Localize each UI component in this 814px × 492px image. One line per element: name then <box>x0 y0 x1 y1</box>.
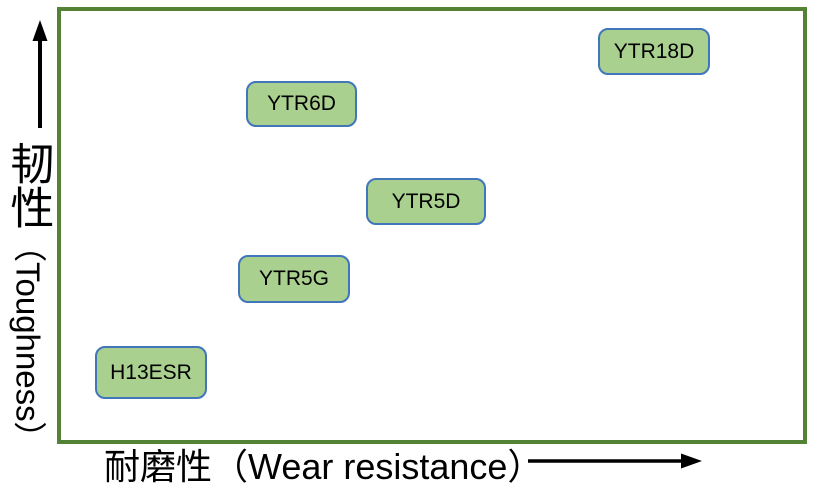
material-box-ytr18d: YTR18D <box>598 28 710 75</box>
material-box-ytr5g: YTR5G <box>238 255 350 303</box>
y-axis-label-cjk: 韧性 <box>3 141 53 229</box>
material-box-ytr5d: YTR5D <box>366 178 486 225</box>
x-axis-label: 耐磨性（Wear resistance） <box>104 446 544 487</box>
material-box-h13esr: H13ESR <box>95 346 207 399</box>
y-axis-label-latin: （Toughness） <box>9 229 47 455</box>
material-box-ytr6d: YTR6D <box>246 81 357 127</box>
up-arrow-icon <box>32 20 48 128</box>
right-arrow-icon <box>528 453 702 469</box>
y-axis-label: 韧性（Toughness） <box>3 141 53 455</box>
